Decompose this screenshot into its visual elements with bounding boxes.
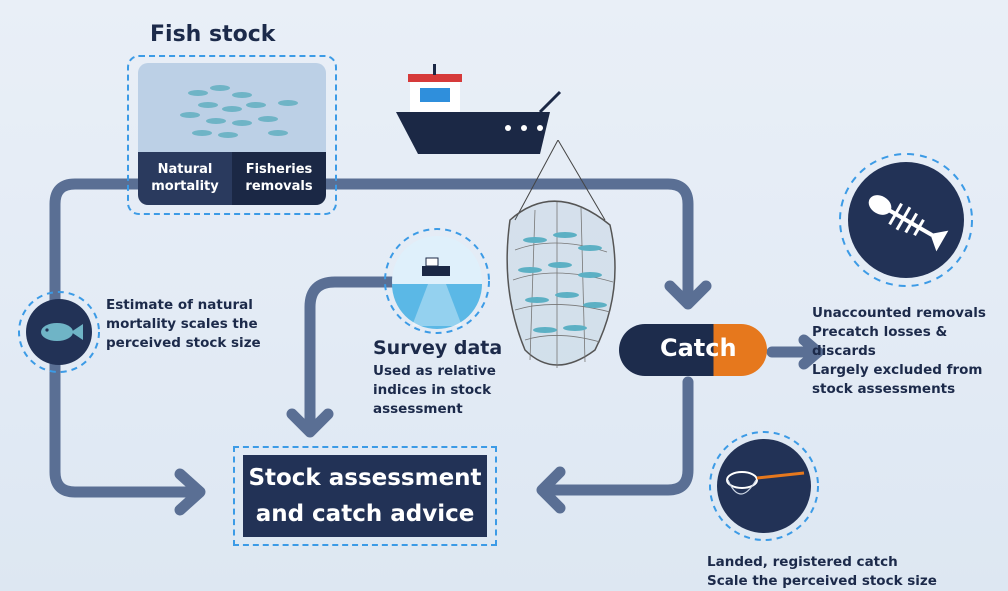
landed-line1: Scale the perceived stock size xyxy=(707,573,937,589)
catch-pill xyxy=(619,324,767,376)
landing-net-icon xyxy=(709,431,819,541)
natural-mortality-line2: mortality xyxy=(151,179,219,194)
natural-mortality-tile: Natural mortality xyxy=(138,152,232,205)
unaccounted-line2: Largely excluded from xyxy=(812,362,983,378)
arrowhead-landed xyxy=(536,466,566,514)
fisheries-removals-tile: Fisheries removals xyxy=(232,152,326,205)
landed-title: Landed, registered catch xyxy=(707,554,898,570)
fishing-boat-icon xyxy=(396,64,562,154)
fish-school-icon xyxy=(138,63,326,153)
survey-flow xyxy=(304,276,398,426)
natural-mortality-note-line1: Estimate of natural xyxy=(106,297,253,313)
fish-skeleton-icon xyxy=(839,153,973,287)
fish-stock-title: Fish stock xyxy=(150,22,276,47)
landed-catch-text: Landed, registered catch Scale the perce… xyxy=(707,553,937,591)
unaccounted-removals-text: Unaccounted removals Precatch losses & d… xyxy=(812,304,1008,399)
stock-assessment-frame xyxy=(233,446,497,546)
arrowhead-unaccounted xyxy=(798,334,824,370)
survey-line2: indices in stock xyxy=(373,382,492,398)
fisheries-removals-line1: Fisheries xyxy=(245,162,313,177)
fisheries-removals-line2: removals xyxy=(245,179,313,194)
natural-mortality-note-line2: mortality scales the xyxy=(106,316,258,332)
fish-stock-frame xyxy=(127,55,337,215)
stock-assessment-box: Stock assessment and catch advice xyxy=(243,455,487,537)
landed-catch-flow xyxy=(546,376,694,496)
natural-mortality-line1: Natural xyxy=(157,162,213,177)
fish-icon xyxy=(18,291,100,373)
unaccounted-title: Unaccounted removals xyxy=(812,305,986,321)
unaccounted-line3: stock assessments xyxy=(812,381,956,397)
arrowhead-survey xyxy=(286,408,334,438)
stock-assessment-line2: and catch advice xyxy=(255,501,475,527)
catch-label: Catch xyxy=(660,334,737,362)
survey-data-description: Used as relative indices in stock assess… xyxy=(373,362,496,419)
arrowhead-catch xyxy=(664,280,712,310)
fishing-net-icon xyxy=(506,140,616,368)
unaccounted-line1: Precatch losses & discards xyxy=(812,324,948,359)
survey-vessel-icon xyxy=(384,228,490,334)
fish-stock-panel xyxy=(138,63,326,205)
survey-data-title: Survey data xyxy=(373,337,503,359)
natural-mortality-note: Estimate of natural mortality scales the… xyxy=(106,296,261,353)
arrowhead-left-loop xyxy=(174,468,206,516)
natural-mortality-note-line3: perceived stock size xyxy=(106,335,261,351)
stock-assessment-line1: Stock assessment xyxy=(248,465,482,491)
survey-line3: assessment xyxy=(373,401,463,417)
survey-line1: Used as relative xyxy=(373,363,496,379)
fisheries-removals-flow xyxy=(320,178,694,298)
